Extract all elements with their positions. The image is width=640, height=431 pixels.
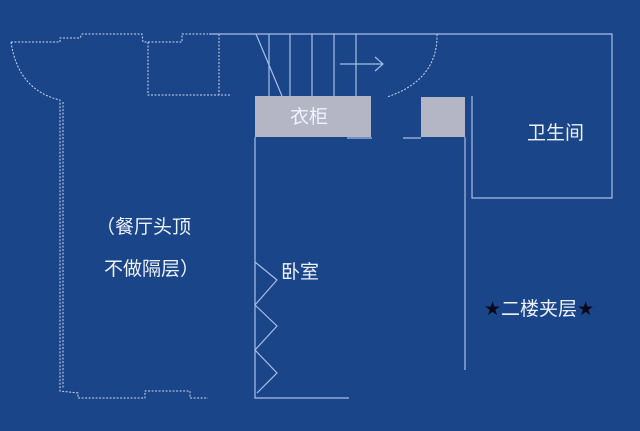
bedroom-label: 卧室: [281, 261, 320, 283]
wardrobe-label: 衣柜: [290, 106, 329, 128]
stairs: [268, 34, 357, 96]
bathroom-label: 卫生间: [527, 122, 585, 144]
mezzanine-label: ★二楼夹层★: [484, 300, 594, 319]
wardrobe-block: [255, 96, 371, 137]
dining-note-line1: （餐厅头顶: [96, 216, 192, 238]
pillar-block: [421, 97, 465, 137]
dining-note-line2: 不做隔层）: [104, 258, 200, 280]
mezzanine-text: 二楼夹层: [501, 298, 578, 320]
walls: [209, 33, 613, 399]
star-icon: ★: [484, 298, 502, 320]
stair-direction-arrow-icon: [340, 56, 384, 72]
zigzag-stair: [254, 261, 278, 394]
dashed-outline: [10, 33, 439, 399]
star-icon: ★: [577, 298, 595, 320]
